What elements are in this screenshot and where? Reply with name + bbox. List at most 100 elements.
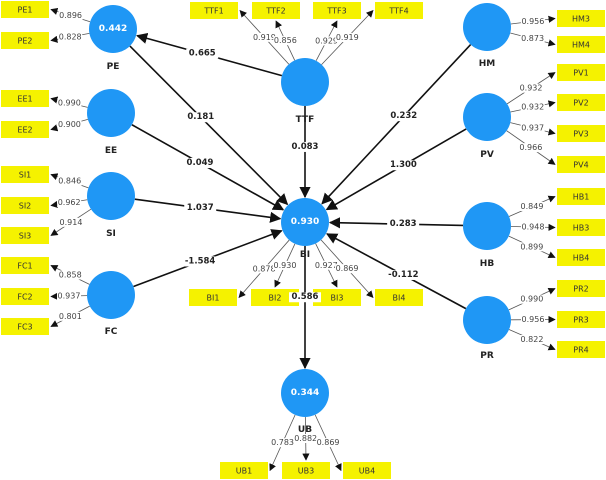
indicator-hb4[interactable]: HB4 (557, 249, 605, 266)
indicator-hm3[interactable]: HM3 (557, 10, 605, 27)
indicator-ub1[interactable]: UB1 (220, 462, 268, 479)
indicator-label: SI1 (19, 171, 32, 180)
indicator-box[interactable] (1, 1, 49, 18)
latent-pv[interactable]: PV (463, 93, 511, 160)
indicator-ub4[interactable]: UB4 (343, 462, 391, 479)
latent-circle[interactable] (89, 5, 137, 53)
indicator-box[interactable] (252, 2, 300, 19)
indicator-box[interactable] (557, 10, 605, 27)
indicator-ttf2[interactable]: TTF2 (252, 2, 300, 19)
indicator-box[interactable] (1, 121, 49, 138)
latent-fc[interactable]: FC (87, 271, 135, 337)
loading-value: 0.873 (521, 34, 544, 43)
latent-pr[interactable]: PR (463, 296, 511, 361)
indicator-box[interactable] (1, 227, 49, 244)
indicator-box[interactable] (557, 311, 605, 328)
indicator-hm4[interactable]: HM4 (557, 36, 605, 53)
indicator-ttf4[interactable]: TTF4 (375, 2, 423, 19)
indicator-ub3[interactable]: UB3 (282, 462, 330, 479)
latent-circle[interactable] (463, 3, 511, 51)
indicator-pv1[interactable]: PV1 (557, 64, 605, 81)
indicator-box[interactable] (557, 341, 605, 358)
indicator-pr3[interactable]: PR3 (557, 311, 605, 328)
latent-hb[interactable]: HB (463, 202, 511, 269)
indicator-box[interactable] (190, 2, 238, 19)
indicator-box[interactable] (189, 289, 237, 306)
latent-ee[interactable]: EE (87, 89, 135, 156)
latent-si[interactable]: SI (87, 172, 135, 239)
loading-value: 0.948 (522, 223, 545, 232)
latent-circle[interactable] (87, 172, 135, 220)
latent-circle[interactable] (87, 271, 135, 319)
indicator-box[interactable] (557, 219, 605, 236)
latent-circle[interactable] (463, 93, 511, 141)
indicator-bi4[interactable]: BI4 (375, 289, 423, 306)
indicator-box[interactable] (557, 36, 605, 53)
indicator-box[interactable] (1, 32, 49, 49)
indicator-bi1[interactable]: BI1 (189, 289, 237, 306)
indicator-fc2[interactable]: FC2 (1, 288, 49, 305)
indicator-si1[interactable]: SI1 (1, 166, 49, 183)
indicator-box[interactable] (251, 289, 299, 306)
indicator-box[interactable] (1, 257, 49, 274)
indicator-ttf3[interactable]: TTF3 (313, 2, 361, 19)
indicator-ee2[interactable]: EE2 (1, 121, 49, 138)
indicator-box[interactable] (375, 289, 423, 306)
indicator-pr4[interactable]: PR4 (557, 341, 605, 358)
indicator-hb1[interactable]: HB1 (557, 188, 605, 205)
latent-label: SI (106, 229, 116, 239)
indicator-box[interactable] (557, 188, 605, 205)
indicator-box[interactable] (375, 2, 423, 19)
indicator-si3[interactable]: SI3 (1, 227, 49, 244)
indicator-box[interactable] (557, 125, 605, 142)
latent-circle[interactable] (87, 89, 135, 137)
latent-circle[interactable] (281, 369, 329, 417)
loading-value-bg (314, 260, 339, 270)
indicator-pe2[interactable]: PE2 (1, 32, 49, 49)
latent-circle[interactable] (281, 58, 329, 106)
path-coefficient: 1.037 (187, 203, 214, 213)
indicator-bi3[interactable]: BI3 (313, 289, 361, 306)
indicator-pe1[interactable]: PE1 (1, 1, 49, 18)
latent-circle[interactable] (463, 296, 511, 344)
latent-ttf[interactable]: TTF (281, 58, 329, 125)
latent-label: BI (300, 250, 310, 260)
indicator-box[interactable] (313, 289, 361, 306)
indicator-box[interactable] (1, 166, 49, 183)
indicator-box[interactable] (343, 462, 391, 479)
latent-circle[interactable] (463, 202, 511, 250)
indicator-bi2[interactable]: BI2 (251, 289, 299, 306)
indicator-pv2[interactable]: PV2 (557, 94, 605, 111)
indicator-fc3[interactable]: FC3 (1, 318, 49, 335)
latent-label: UB (298, 425, 312, 435)
indicator-pv4[interactable]: PV4 (557, 156, 605, 173)
indicator-pv3[interactable]: PV3 (557, 125, 605, 142)
indicator-fc1[interactable]: FC1 (1, 257, 49, 274)
indicator-box[interactable] (1, 318, 49, 335)
indicator-ttf1[interactable]: TTF1 (190, 2, 238, 19)
indicator-box[interactable] (557, 249, 605, 266)
indicator-box[interactable] (557, 64, 605, 81)
indicator-label: BI4 (393, 294, 406, 303)
indicator-si2[interactable]: SI2 (1, 197, 49, 214)
indicator-hb3[interactable]: HB3 (557, 219, 605, 236)
indicator-box[interactable] (313, 2, 361, 19)
indicator-box[interactable] (557, 94, 605, 111)
indicator-box[interactable] (557, 280, 605, 297)
latent-hm[interactable]: HM (463, 3, 511, 69)
indicator-pr2[interactable]: PR2 (557, 280, 605, 297)
indicator-box[interactable] (557, 156, 605, 173)
indicator-ee1[interactable]: EE1 (1, 90, 49, 107)
indicator-box[interactable] (1, 90, 49, 107)
loading-value-bg (252, 32, 277, 42)
loading-value: 0.956 (522, 315, 545, 324)
indicator-box[interactable] (1, 197, 49, 214)
latent-circle[interactable] (281, 198, 329, 246)
indicator-box[interactable] (1, 288, 49, 305)
loading-value: 0.856 (274, 36, 297, 45)
indicator-box[interactable] (220, 462, 268, 479)
indicator-box[interactable] (282, 462, 330, 479)
